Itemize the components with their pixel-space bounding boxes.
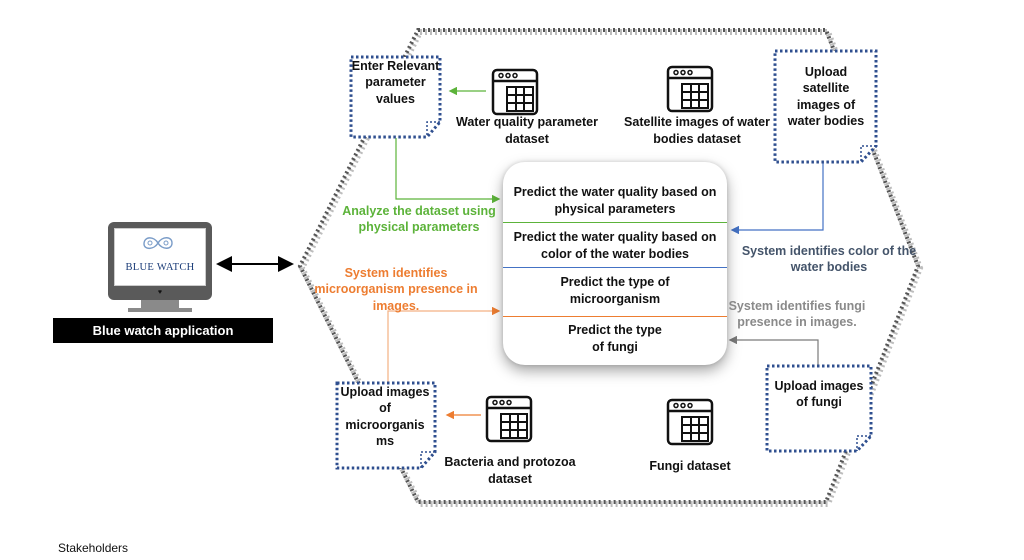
separator-orange [503, 316, 727, 317]
dataset-label-fungi: Fungi dataset [649, 459, 731, 473]
flow-label-fungi: System identifies fungi presence in imag… [728, 299, 866, 330]
blue-watch-logo-icon [143, 237, 173, 250]
prediction-panel: Predict the water quality based on physi… [503, 162, 727, 365]
note-enter-params-text: Enter Relevant parameter values [351, 59, 440, 106]
water-quality-dataset-icon [491, 68, 539, 116]
monitor-screen [114, 228, 206, 286]
note-shape-upload-satellite [773, 49, 878, 164]
prediction-fungi: Predict the type of fungi [568, 323, 662, 354]
monitor-stand [141, 300, 179, 310]
dataset-label-water-quality: Water quality parameter dataset [456, 115, 598, 146]
note-upload-satellite-text: Upload satellite images of water bodies [787, 65, 865, 128]
bacteria-dataset-icon [485, 395, 533, 443]
satellite-dataset-icon [666, 65, 714, 113]
stakeholders-caption: Stakeholders [58, 541, 129, 555]
dataset-label-bacteria: Bacteria and protozoa dataset [444, 455, 576, 486]
note-upload-micro-text: Upload images of microorganis ms [340, 385, 430, 448]
flow-label-analyze: Analyze the dataset using physical param… [342, 204, 496, 235]
green-arrow-params-to-panel [395, 138, 501, 204]
note-shape-upload-fungi [765, 364, 873, 453]
prediction-water-quality-physical: Predict the water quality based on physi… [513, 185, 717, 216]
flow-label-color: System identifies color of the water bod… [741, 244, 917, 275]
heart-icon: ♥ [157, 289, 163, 296]
prediction-water-quality-color: Predict the water quality based on color… [513, 230, 717, 261]
prediction-microorganism: Predict the type of microorganism [560, 275, 670, 306]
dataset-label-satellite: Satellite images of water bodies dataset [624, 115, 770, 146]
gray-arrow-fungi-to-panel [728, 335, 819, 365]
note-shape-upload-micro [335, 381, 437, 470]
monitor-base [128, 308, 192, 312]
blue-arrow-satellite-to-panel [730, 163, 824, 235]
hexagon-boundary-front [297, 28, 921, 504]
blue-watch-logo-text: BLUE WATCH [125, 262, 195, 273]
note-shape-enter-params [349, 55, 442, 139]
orange-arrow-micro-to-panel [387, 306, 501, 383]
app-label: Blue watch application [53, 318, 273, 343]
separator-blue [503, 267, 727, 268]
separator-green [503, 222, 727, 223]
flow-label-micro: System identifies microorganism presence… [314, 266, 478, 313]
fungi-dataset-icon [666, 398, 714, 446]
hexagon-boundary [298, 29, 924, 507]
note-upload-fungi-text: Upload images of fungi [774, 379, 864, 410]
